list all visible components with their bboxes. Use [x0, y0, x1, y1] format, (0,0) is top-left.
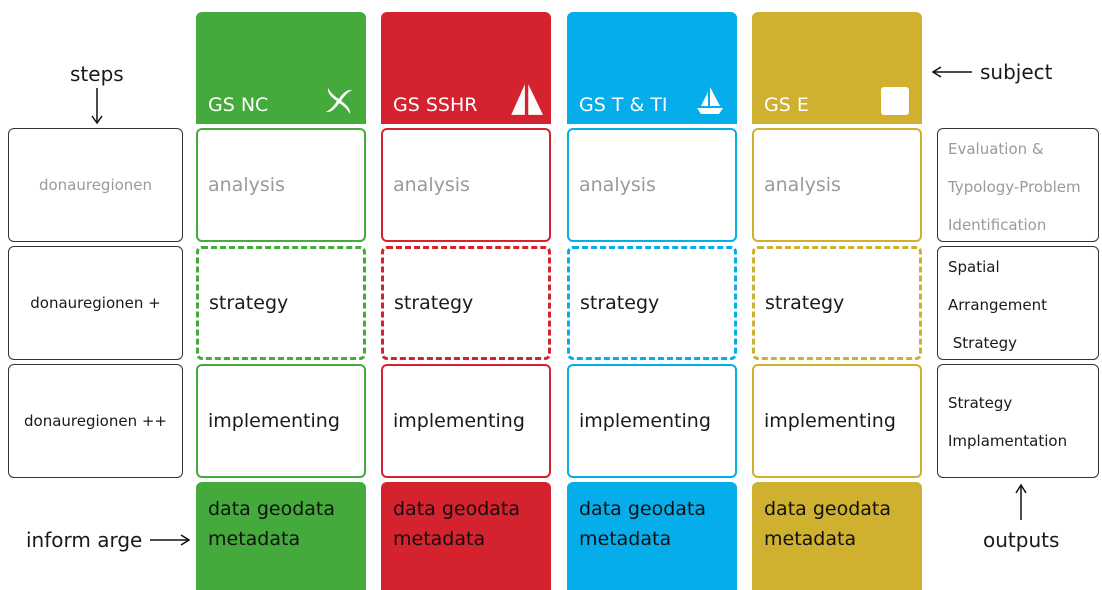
step-label-3: donauregionen ++ — [24, 412, 167, 430]
outputs-up-arrow — [1015, 483, 1027, 520]
column-title: GS E — [764, 94, 809, 116]
data-label-line1: data geodata — [579, 498, 707, 520]
column-header-gs-t-ti: GS T & TI — [567, 12, 737, 124]
implementing-cell-gs-nc: implementing — [196, 364, 366, 478]
inform-label: inform arge — [26, 528, 143, 552]
strategy-cell-gs-t-ti: strategy — [567, 246, 737, 360]
strategy-label: strategy — [580, 292, 660, 314]
column-title: GS NC — [208, 94, 269, 116]
output-line: Evaluation & — [948, 140, 1044, 158]
data-label-line1: data geodata — [393, 498, 521, 520]
output-line: Typology-Problem — [948, 178, 1081, 196]
square-icon — [881, 87, 909, 115]
inform-right-arrow — [150, 534, 191, 546]
output-line: Arrangement — [948, 296, 1048, 314]
data-label-line2: metadata — [579, 528, 672, 550]
step-box-3: donauregionen ++ — [8, 364, 183, 478]
analysis-cell-gs-t-ti: analysis — [567, 128, 737, 242]
output-line: Strategy — [948, 334, 1018, 352]
step-box-2: donauregionen + — [8, 246, 183, 360]
analysis-label: analysis — [208, 174, 285, 196]
column-title: GS T & TI — [579, 94, 668, 116]
strategy-cell-gs-nc: strategy — [196, 246, 366, 360]
data-cell-gs-nc: data geodata metadata — [196, 482, 366, 590]
analysis-label: analysis — [764, 174, 841, 196]
column-title: GS SSHR — [393, 94, 478, 116]
implementing-label: implementing — [764, 410, 896, 432]
pinwheel-icon — [326, 88, 352, 114]
implementing-cell-gs-sshr: implementing — [381, 364, 551, 478]
output-box-2: Spatial Arrangement Strategy — [937, 246, 1099, 360]
output-box-1: Evaluation & Typology-Problem Identifica… — [937, 128, 1099, 242]
strategy-cell-gs-sshr: strategy — [381, 246, 551, 360]
steps-down-arrow — [91, 88, 103, 125]
sail-shapes-icon — [511, 84, 543, 115]
step-label-1: donauregionen — [38, 176, 153, 194]
implementing-label: implementing — [579, 410, 711, 432]
column-header-gs-sshr: GS SSHR — [381, 12, 551, 124]
strategy-label: strategy — [209, 292, 289, 314]
data-cell-gs-t-ti: data geodata metadata — [567, 482, 737, 590]
output-line: Strategy — [948, 394, 1013, 412]
column-header-gs-nc: GS NC — [196, 12, 366, 124]
implementing-cell-gs-t-ti: implementing — [567, 364, 737, 478]
data-label-line1: data geodata — [208, 498, 336, 520]
subject-label: subject — [980, 60, 1053, 84]
steps-label: steps — [70, 62, 124, 86]
output-line: Identification — [948, 216, 1047, 234]
data-label-line1: data geodata — [764, 498, 892, 520]
implementing-label: implementing — [208, 410, 340, 432]
sailboat-icon — [697, 87, 723, 114]
analysis-label: analysis — [579, 174, 656, 196]
implementing-label: implementing — [393, 410, 525, 432]
outputs-label: outputs — [983, 528, 1060, 552]
subject-left-arrow — [931, 66, 972, 78]
analysis-label: analysis — [393, 174, 470, 196]
strategy-label: strategy — [394, 292, 474, 314]
step-box-1: donauregionen — [8, 128, 183, 242]
data-label-line2: metadata — [764, 528, 857, 550]
analysis-cell-gs-sshr: analysis — [381, 128, 551, 242]
implementing-cell-gs-e: implementing — [752, 364, 922, 478]
output-line: Spatial — [948, 258, 1000, 276]
analysis-cell-gs-nc: analysis — [196, 128, 366, 242]
column-header-gs-e: GS E — [752, 12, 922, 124]
strategy-cell-gs-e: strategy — [752, 246, 922, 360]
strategy-label: strategy — [765, 292, 845, 314]
data-cell-gs-sshr: data geodata metadata — [381, 482, 551, 590]
output-line: Implamentation — [948, 432, 1068, 450]
data-label-line2: metadata — [393, 528, 486, 550]
data-cell-gs-e: data geodata metadata — [752, 482, 922, 590]
data-label-line2: metadata — [208, 528, 301, 550]
step-label-2: donauregionen + — [30, 294, 161, 312]
analysis-cell-gs-e: analysis — [752, 128, 922, 242]
output-box-3: Strategy Implamentation — [937, 364, 1099, 478]
